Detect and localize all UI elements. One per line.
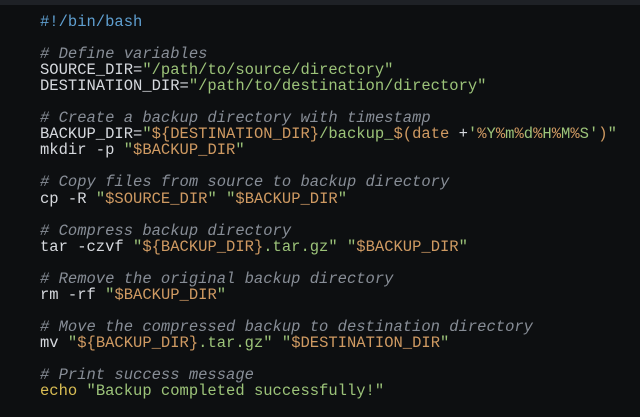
code-line: SOURCE_DIR="/path/to/source/directory" xyxy=(40,62,632,78)
code-line: # Define variables xyxy=(40,46,632,62)
code-token-string: " xyxy=(226,189,236,208)
code-token-string: " xyxy=(123,141,134,160)
code-token-variable-expansion: $BACKUP_DIR xyxy=(133,141,236,160)
code-token-string: d xyxy=(523,125,534,144)
code-token-variable-expansion: ${BACKUP_DIR} xyxy=(142,237,264,256)
code-line: # Create a backup directory with timesta… xyxy=(40,110,632,126)
code-token-string: S xyxy=(579,125,589,144)
code-token-string: " xyxy=(133,237,143,256)
window-top-edge xyxy=(0,0,640,5)
code-token-plain-text: DESTINATION_DIR= xyxy=(40,77,189,96)
code-token-variable-expansion: ${BACKUP_DIR} xyxy=(77,333,199,352)
code-token-variable-expansion: ${DESTINATION_DIR} xyxy=(151,125,320,144)
code-token-string: M xyxy=(561,125,571,144)
code-token-string: " xyxy=(458,237,468,256)
code-token-variable-expansion: $(date xyxy=(393,125,450,144)
code-line: echo "Backup completed successfully!" xyxy=(40,383,632,399)
code-token-string: " xyxy=(95,189,106,208)
code-line: # Move the compressed backup to destinat… xyxy=(40,319,632,335)
code-token-string: " xyxy=(142,125,152,144)
code-token-comment: # Remove the original backup directory xyxy=(40,269,394,288)
code-token-plain-text: cp -R xyxy=(40,189,96,208)
code-token-plain-text: mv xyxy=(40,333,68,352)
code-token-variable-expansion: % xyxy=(495,125,506,144)
code-token-string: " xyxy=(67,333,78,352)
code-line: # Remove the original backup directory xyxy=(40,271,632,287)
code-token-comment: # Create a backup directory with timesta… xyxy=(40,109,431,128)
code-line: cp -R "$SOURCE_DIR" "$BACKUP_DIR" xyxy=(40,189,632,208)
code-token-variable-expansion: $BACKUP_DIR xyxy=(235,189,338,208)
code-line: # Print success message xyxy=(40,367,632,383)
code-token-comment: # Move the compressed backup to destinat… xyxy=(40,317,533,336)
code-line: tar -czvf "${BACKUP_DIR}.tar.gz" "$BACKU… xyxy=(40,239,632,255)
code-token-string: " xyxy=(607,125,617,144)
code-line: # Compress backup directory xyxy=(40,223,632,239)
code-token-comment: # Define variables xyxy=(40,45,208,64)
code-token-string: Y xyxy=(486,125,496,144)
code-token-comment: # Compress backup directory xyxy=(40,221,292,240)
code-line xyxy=(40,158,632,174)
code-token-variable-expansion: % xyxy=(570,125,580,144)
code-token-plain-text xyxy=(273,334,282,352)
code-token-builtin-command: echo xyxy=(40,382,87,401)
code-token-string: " xyxy=(207,189,217,208)
code-token-string: H xyxy=(542,125,552,144)
code-token-variable-expansion: $DESTINATION_DIR xyxy=(291,333,441,352)
code-line: rm -rf "$BACKUP_DIR" xyxy=(40,287,632,303)
code-token-plain-text: BACKUP_DIR= xyxy=(40,125,143,144)
code-token-string: " xyxy=(337,189,348,208)
code-token-string: " xyxy=(281,333,292,352)
code-token-string: "/path/to/source/directory" xyxy=(142,61,394,80)
code-line xyxy=(40,207,632,223)
code-line xyxy=(40,30,632,46)
code-token-plain-text: tar -czvf xyxy=(40,237,134,256)
code-line: mkdir -p "$BACKUP_DIR" xyxy=(40,142,632,158)
code-token-string: /backup_ xyxy=(319,125,394,144)
code-token-string: " xyxy=(105,285,115,304)
code-token-variable-expansion: % xyxy=(533,125,543,144)
code-line xyxy=(40,351,632,367)
code-token-plain-text xyxy=(338,238,347,256)
code-token-variable-expansion: % xyxy=(551,125,562,144)
code-token-variable-expansion: $SOURCE_DIR xyxy=(105,189,208,208)
code-token-string: " xyxy=(440,333,450,352)
code-token-string: .tar.gz" xyxy=(198,333,273,352)
code-token-plain-text: + xyxy=(449,125,468,144)
code-token-string: ' xyxy=(467,125,478,144)
code-line xyxy=(40,94,632,110)
code-token-variable-expansion: $BACKUP_DIR xyxy=(114,285,217,304)
code-token-plain-text xyxy=(217,190,226,208)
code-line xyxy=(40,303,632,319)
code-token-string: "Backup completed successfully!" xyxy=(86,382,385,401)
code-line: DESTINATION_DIR="/path/to/destination/di… xyxy=(40,78,632,94)
code-token-variable-expansion: % xyxy=(477,125,487,144)
code-token-variable-expansion: $BACKUP_DIR xyxy=(356,237,459,256)
code-token-variable-expansion: % xyxy=(514,125,524,144)
code-token-string: m xyxy=(505,125,515,144)
code-token-shebang: #!/bin/bash xyxy=(40,13,143,31)
code-token-string: " xyxy=(235,141,245,160)
code-token-comment: # Print success message xyxy=(40,366,254,385)
code-token-variable-expansion: ) xyxy=(598,125,608,144)
code-token-plain-text: mkdir -p xyxy=(40,141,124,160)
code-token-string: .tar.gz" xyxy=(263,237,338,256)
code-token-string: ' xyxy=(588,125,599,144)
code-token-string: " xyxy=(216,285,227,304)
code-token-string: "/path/to/destination/directory" xyxy=(188,77,487,96)
code-token-plain-text: SOURCE_DIR= xyxy=(40,61,143,80)
code-token-comment: # Copy files from source to backup direc… xyxy=(40,173,450,192)
code-token-string: " xyxy=(346,237,357,256)
code-line: mv "${BACKUP_DIR}.tar.gz" "$DESTINATION_… xyxy=(40,335,632,351)
code-line: # Copy files from source to backup direc… xyxy=(40,174,632,190)
code-line xyxy=(40,255,632,271)
code-line: #!/bin/bash xyxy=(40,14,632,30)
code-line: BACKUP_DIR="${DESTINATION_DIR}/backup_$(… xyxy=(40,126,632,142)
code-token-plain-text: rm -rf xyxy=(40,285,106,304)
